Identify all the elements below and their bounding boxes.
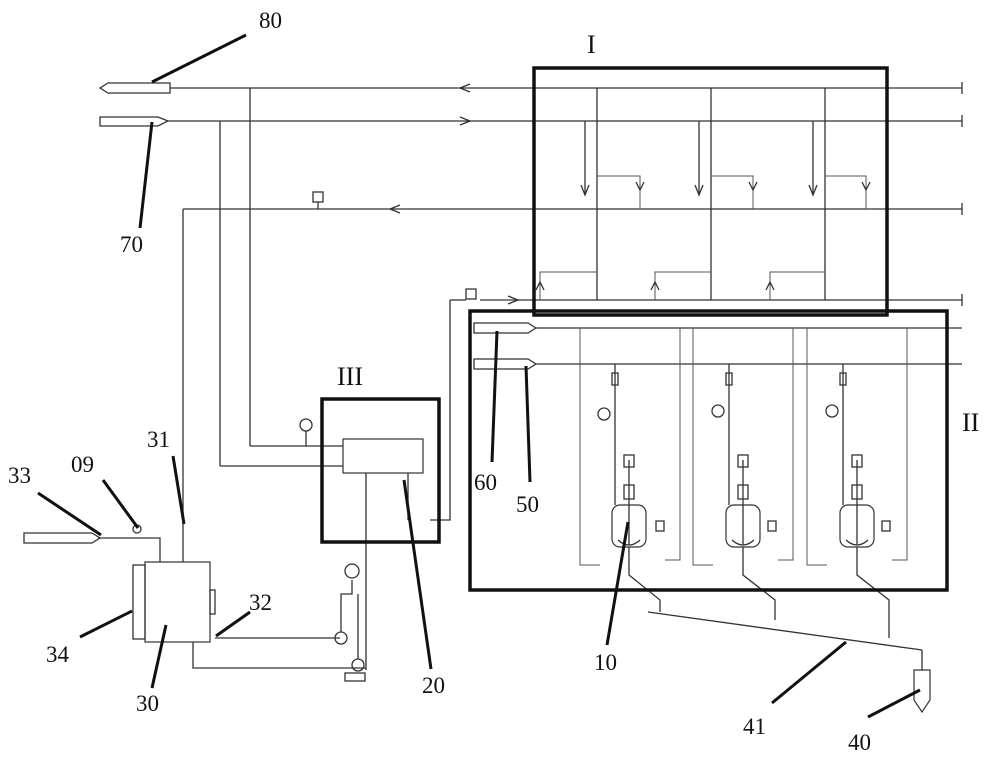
leader-80 [151,33,247,84]
equipment-30 [23,524,366,669]
region-label-1: I [587,30,596,59]
numeral-41: 41 [743,714,766,739]
reactor-2 [725,454,777,548]
leader-30 [150,624,168,689]
numeral-32: 32 [249,590,272,615]
region-2-box [468,309,949,592]
numeral-60: 60 [474,470,497,495]
header-pipe-80 [98,82,963,94]
region-1-box [532,66,889,317]
equipment-20 [342,438,424,670]
numeral-09: 09 [71,452,94,477]
region-label-2: II [962,408,979,437]
leader-50 [524,365,532,483]
pump-assembly [334,563,366,682]
numeral-31: 31 [147,427,170,452]
leader-31 [171,455,186,525]
header-pipe-70 [99,115,963,127]
numeral-70: 70 [120,232,143,257]
region-3-box [320,397,441,544]
numeral-10: 10 [594,650,617,675]
leader-60 [490,330,499,463]
discharge-pipe-41 [628,547,923,670]
numeral-30: 30 [136,691,159,716]
leader-70 [138,121,154,229]
numeral-20: 20 [422,673,445,698]
numeral-34: 34 [46,642,70,667]
numeral-33: 33 [8,463,31,488]
leader-40 [867,688,921,719]
numeral-40: 40 [848,730,871,755]
numeral-50: 50 [516,492,539,517]
collector-40 [913,669,931,714]
leader-41 [771,640,847,705]
leader-lines [37,33,921,719]
return-pipe [182,191,963,555]
numeral-80: 80 [259,8,282,33]
leader-33 [37,491,102,537]
leader-09 [101,479,140,529]
leader-32 [215,610,251,638]
reactor-3 [839,454,891,548]
branch-pipes-to-20 [219,88,343,467]
leader-34 [79,609,133,639]
region-label-3: III [337,362,363,391]
reactor-1 [611,454,665,548]
region-2-pipework [473,322,962,566]
leader-20 [402,479,433,670]
region-1-pipework [430,88,963,521]
leader-10 [605,521,630,646]
